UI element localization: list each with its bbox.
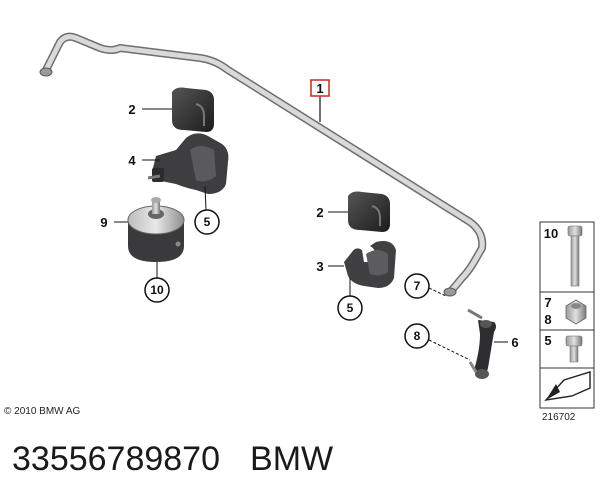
callout-9: 9 — [100, 215, 128, 230]
callout-10-label: 10 — [150, 283, 164, 297]
legend-row-3-label: 5 — [544, 333, 551, 348]
callout-1: 1 — [310, 79, 330, 122]
rubber-mount-cylinder — [127, 197, 185, 262]
callout-5-right: 5 — [337, 278, 363, 321]
callout-8: 8 — [404, 323, 471, 361]
drop-link — [467, 308, 496, 379]
part-number-footer: 33556789870 BMW — [12, 440, 333, 479]
rubber-bushing-right — [348, 191, 390, 232]
diagram-number: 216702 — [542, 412, 576, 423]
callout-2-right-label: 2 — [316, 205, 323, 220]
nut-icon — [565, 299, 587, 325]
parts-diagram: 1 2 4 5 9 10 — [4, 32, 595, 423]
callout-7: 7 — [404, 273, 447, 299]
callout-4-label: 4 — [128, 153, 136, 168]
callout-3-label: 3 — [316, 259, 323, 274]
assembly-arrow-icon — [544, 371, 591, 401]
callout-7-label: 7 — [414, 279, 421, 293]
callout-2-left-label: 2 — [128, 102, 135, 117]
callout-4: 4 — [128, 153, 160, 168]
callout-3: 3 — [316, 259, 344, 274]
rubber-bushing-left — [172, 87, 214, 132]
callout-5-right-label: 5 — [347, 301, 354, 315]
callout-2-right: 2 — [316, 205, 348, 220]
bolt-short-icon — [565, 335, 583, 363]
bracket-left — [147, 133, 229, 194]
callout-8-label: 8 — [414, 329, 421, 343]
brand-name: BMW — [250, 440, 334, 478]
part-number: 33556789870 — [12, 440, 221, 478]
callout-6: 6 — [494, 335, 519, 350]
callout-10: 10 — [144, 262, 170, 303]
stabilizer-bar — [39, 32, 487, 297]
callout-6-label: 6 — [511, 335, 518, 350]
legend-row-2b-label: 8 — [544, 312, 551, 327]
callout-9-label: 9 — [100, 215, 107, 230]
callout-5-left: 5 — [194, 185, 220, 235]
callout-5-left-label: 5 — [204, 215, 211, 229]
callout-2-left: 2 — [128, 102, 172, 117]
legend-row-2a-label: 7 — [544, 295, 551, 310]
callout-1-label: 1 — [316, 81, 323, 96]
bolt-long-icon — [567, 225, 583, 287]
fastener-legend: 10 7 8 5 — [539, 221, 595, 409]
legend-row-1-label: 10 — [544, 226, 558, 241]
bracket-right — [344, 241, 396, 288]
highlight-box — [310, 79, 330, 97]
copyright-text: © 2010 BMW AG — [4, 406, 81, 417]
